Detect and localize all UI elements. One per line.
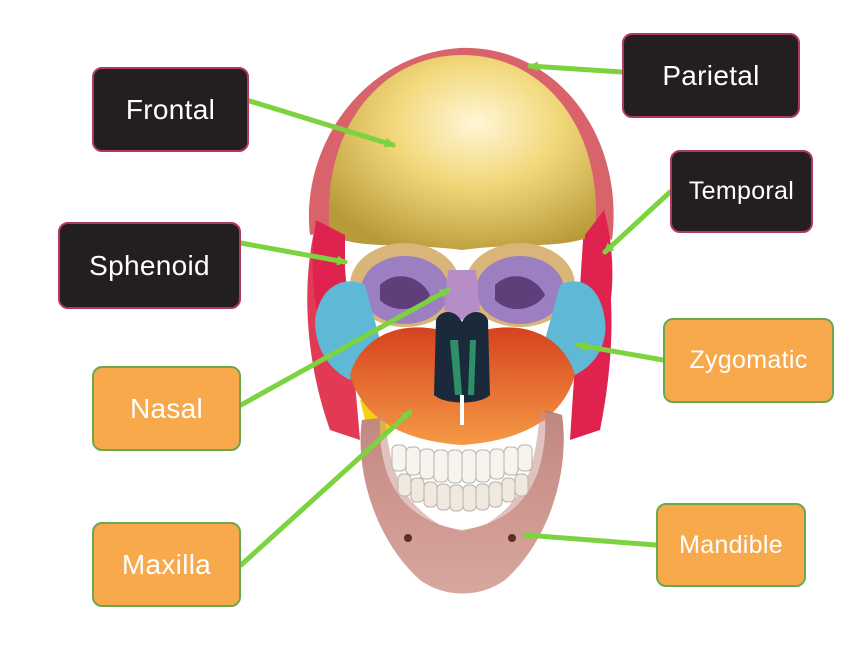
lower-teeth — [397, 473, 529, 512]
arrow-maxilla — [238, 409, 413, 568]
arrow-parietal — [527, 61, 625, 75]
upper-teeth — [391, 444, 533, 484]
label-temporal: Temporal — [670, 150, 813, 233]
arrow-mandible — [522, 530, 659, 548]
label-mandible: Mandible — [656, 503, 806, 587]
arrow-sphenoid — [238, 240, 348, 266]
arrow-nasal — [238, 287, 451, 408]
label-parietal: Parietal — [622, 33, 800, 118]
label-nasal: Nasal — [92, 366, 241, 451]
nasal-bone — [444, 270, 480, 320]
label-sphenoid: Sphenoid — [58, 222, 241, 309]
arrow-frontal — [237, 95, 396, 148]
label-zygomatic: Zygomatic — [663, 318, 834, 403]
arrow-temporal — [602, 189, 673, 255]
label-maxilla: Maxilla — [92, 522, 241, 607]
frontal-bone — [328, 55, 597, 250]
arrow-zygomatic — [575, 341, 666, 363]
label-frontal: Frontal — [92, 67, 249, 152]
